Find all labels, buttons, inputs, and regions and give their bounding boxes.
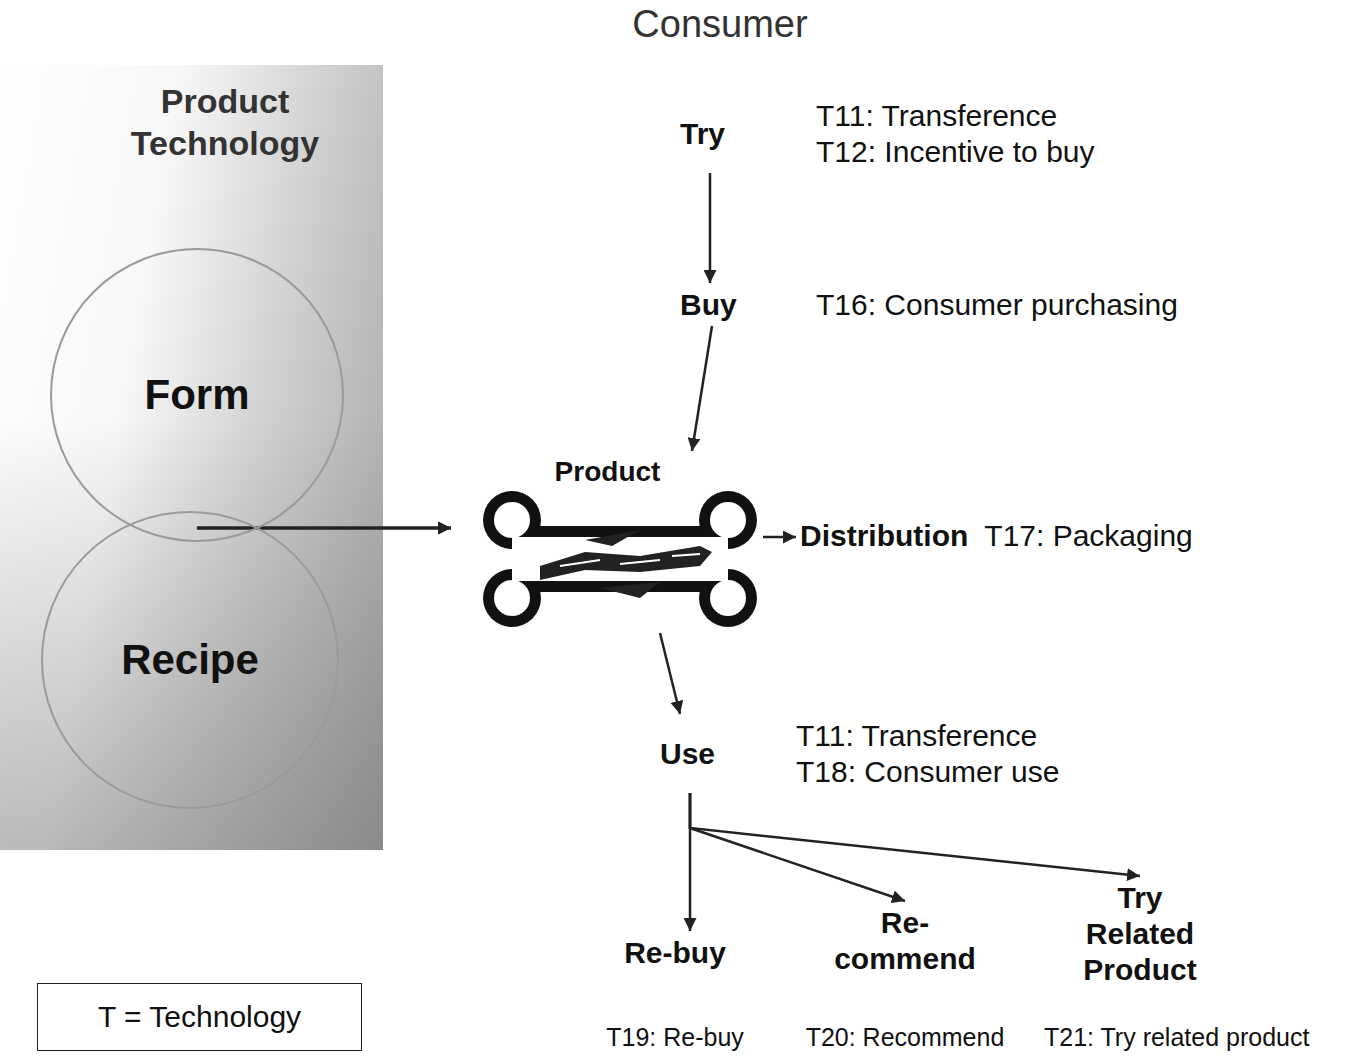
- venn-circle: Recipe: [40, 510, 340, 810]
- technology-list: T11: TransferenceT18: Consumer use: [796, 718, 1059, 790]
- technology-item: T17: Packaging: [984, 518, 1192, 554]
- bone-texture: [560, 554, 700, 566]
- diagram-title: Consumer: [560, 2, 880, 46]
- circle-outline: [42, 512, 338, 808]
- bone-shadow: [600, 582, 660, 598]
- technology-item: T20: Recommend: [806, 1022, 1005, 1052]
- product-node: Product: [455, 455, 760, 630]
- outcome-node: Try Related ProductT21: Try related prod…: [1036, 880, 1366, 1052]
- flow-arrow: [690, 793, 1140, 876]
- technology-item: T19: Re-buy: [606, 1022, 744, 1052]
- flow-arrow: [709, 173, 712, 283]
- bone-outline: [483, 491, 757, 627]
- stage-node: UseT11: TransferenceT18: Consumer use: [660, 718, 1059, 790]
- technology-item: T11: Transference: [796, 718, 1059, 754]
- stage-label: Try Related Product: [1065, 880, 1215, 988]
- outcome-node: Re- commendT20: Recommend: [795, 905, 1015, 1052]
- bone-shadow: [585, 530, 640, 546]
- technology-item: T16: Consumer purchasing: [816, 287, 1178, 323]
- stage-label: Distribution: [800, 518, 968, 554]
- flow-arrow: [763, 536, 796, 539]
- circle-label: Form: [145, 371, 250, 419]
- technology-list: T16: Consumer purchasing: [816, 287, 1178, 323]
- flow-arrow: [197, 527, 451, 530]
- stage-label: Re-buy: [600, 935, 750, 971]
- circle-outline: [51, 249, 343, 541]
- legend-text: T = Technology: [98, 999, 301, 1035]
- stage-node: BuyT16: Consumer purchasing: [680, 287, 1178, 323]
- panel-shading: [0, 65, 383, 850]
- panel-heading: Product Technology: [110, 80, 340, 164]
- technology-item: T21: Try related product: [1036, 1022, 1309, 1052]
- technology-item: T18: Consumer use: [796, 754, 1059, 790]
- circle-label: Recipe: [121, 636, 259, 684]
- technology-panel: Product TechnologyFormRecipe: [0, 65, 383, 850]
- stage-label: Try: [680, 116, 816, 152]
- bone-fill: [494, 502, 746, 616]
- legend-box: T = Technology: [37, 983, 362, 1051]
- product-label: Product: [555, 456, 661, 488]
- stage-label: Use: [660, 736, 796, 772]
- stage-label: Re- commend: [830, 905, 980, 977]
- stage-label: Buy: [680, 287, 816, 323]
- technology-item: T12: Incentive to buy: [816, 134, 1095, 170]
- technology-list: T17: Packaging: [984, 518, 1192, 554]
- flow-arrow: [692, 326, 712, 451]
- technology-list: T11: TransferenceT12: Incentive to buy: [816, 98, 1095, 170]
- flow-arrow: [197, 526, 451, 529]
- venn-circle: Form: [49, 247, 345, 543]
- technology-item: T11: Transference: [816, 98, 1095, 134]
- flow-arrow: [660, 633, 680, 714]
- bone-texture: [540, 546, 712, 580]
- outcome-node: Re-buyT19: Re-buy: [570, 935, 780, 1052]
- stage-node: TryT11: TransferenceT12: Incentive to bu…: [680, 98, 1095, 170]
- stage-node: Distribution T17: Packaging: [800, 518, 1193, 554]
- title-wrap: Consumer: [560, 2, 880, 46]
